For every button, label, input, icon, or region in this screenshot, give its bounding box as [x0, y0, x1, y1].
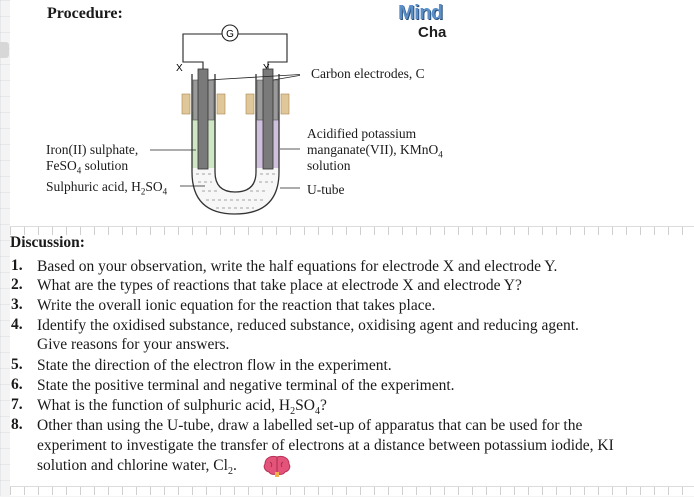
brain-icon	[263, 455, 291, 477]
label-acidified-line2: manganate(VII), KMnO4	[307, 142, 443, 160]
question-number: 8.	[11, 416, 23, 433]
label-iron-line1: Iron(II) sulphate,	[46, 142, 139, 157]
brand-logo-main: Mind	[398, 2, 443, 24]
section-ruler-top	[10, 226, 694, 237]
question-number: 5.	[11, 356, 23, 373]
label-carbon-electrodes: Carbon electrodes, C	[311, 66, 425, 81]
question-number: 3.	[11, 296, 23, 313]
question-4-text-line1: Identify the oxidised substance, reduced…	[37, 317, 579, 334]
question-1-text: Based on your observation, write the hal…	[37, 258, 558, 275]
section-ruler-bottom	[10, 486, 694, 497]
side-tab	[0, 42, 9, 58]
electrode-x-letter: X	[176, 63, 183, 74]
circuit-wire	[182, 33, 288, 77]
question-3-text: Write the overall ionic equation for the…	[37, 297, 436, 314]
apparatus-diagram: G X Y	[150, 24, 300, 215]
brand-logo: Mind Cha	[398, 2, 446, 41]
procedure-title: Procedure:	[47, 5, 123, 22]
question-8-text-line1: Other than using the U-tube, draw a labe…	[37, 417, 583, 434]
question-number: 7.	[11, 396, 23, 413]
page-sheet	[10, 0, 694, 496]
electrode-x	[197, 68, 209, 170]
electrode-y-letter: Y	[263, 63, 270, 74]
label-acidified-line3: solution	[307, 158, 351, 173]
question-5-text: State the direction of the electron flow…	[37, 357, 392, 374]
question-2-text: What are the types of reactions that tak…	[37, 277, 522, 294]
question-number: 1.	[11, 257, 23, 274]
brand-logo-sub: Cha	[418, 24, 447, 41]
question-8-text-line3: solution and chlorine water, Cl2.	[37, 457, 237, 478]
label-iron-line2: FeSO4 solution	[46, 158, 129, 176]
question-number: 6.	[11, 376, 23, 393]
question-8-text-line2: experiment to investigate the transfer o…	[37, 437, 614, 454]
question-number: 4.	[11, 316, 23, 333]
electrode-y	[262, 68, 274, 170]
label-acidified-line1: Acidified potassium	[307, 126, 417, 141]
question-7-text: What is the function of sulphuric acid, …	[37, 397, 327, 418]
leader-lines	[150, 74, 300, 189]
acid-fill	[192, 168, 279, 214]
discussion-title: Discussion:	[10, 234, 85, 251]
question-4-text-line2: Give reasons for your answers.	[37, 336, 230, 353]
question-number: 2.	[11, 276, 23, 293]
galvanometer-icon: G	[221, 24, 239, 42]
question-6-text: State the positive terminal and negative…	[37, 377, 455, 394]
label-u-tube: U-tube	[307, 182, 345, 197]
label-sulphuric-acid: Sulphuric acid, H2SO4	[46, 179, 168, 197]
galvanometer-symbol: G	[226, 29, 234, 40]
